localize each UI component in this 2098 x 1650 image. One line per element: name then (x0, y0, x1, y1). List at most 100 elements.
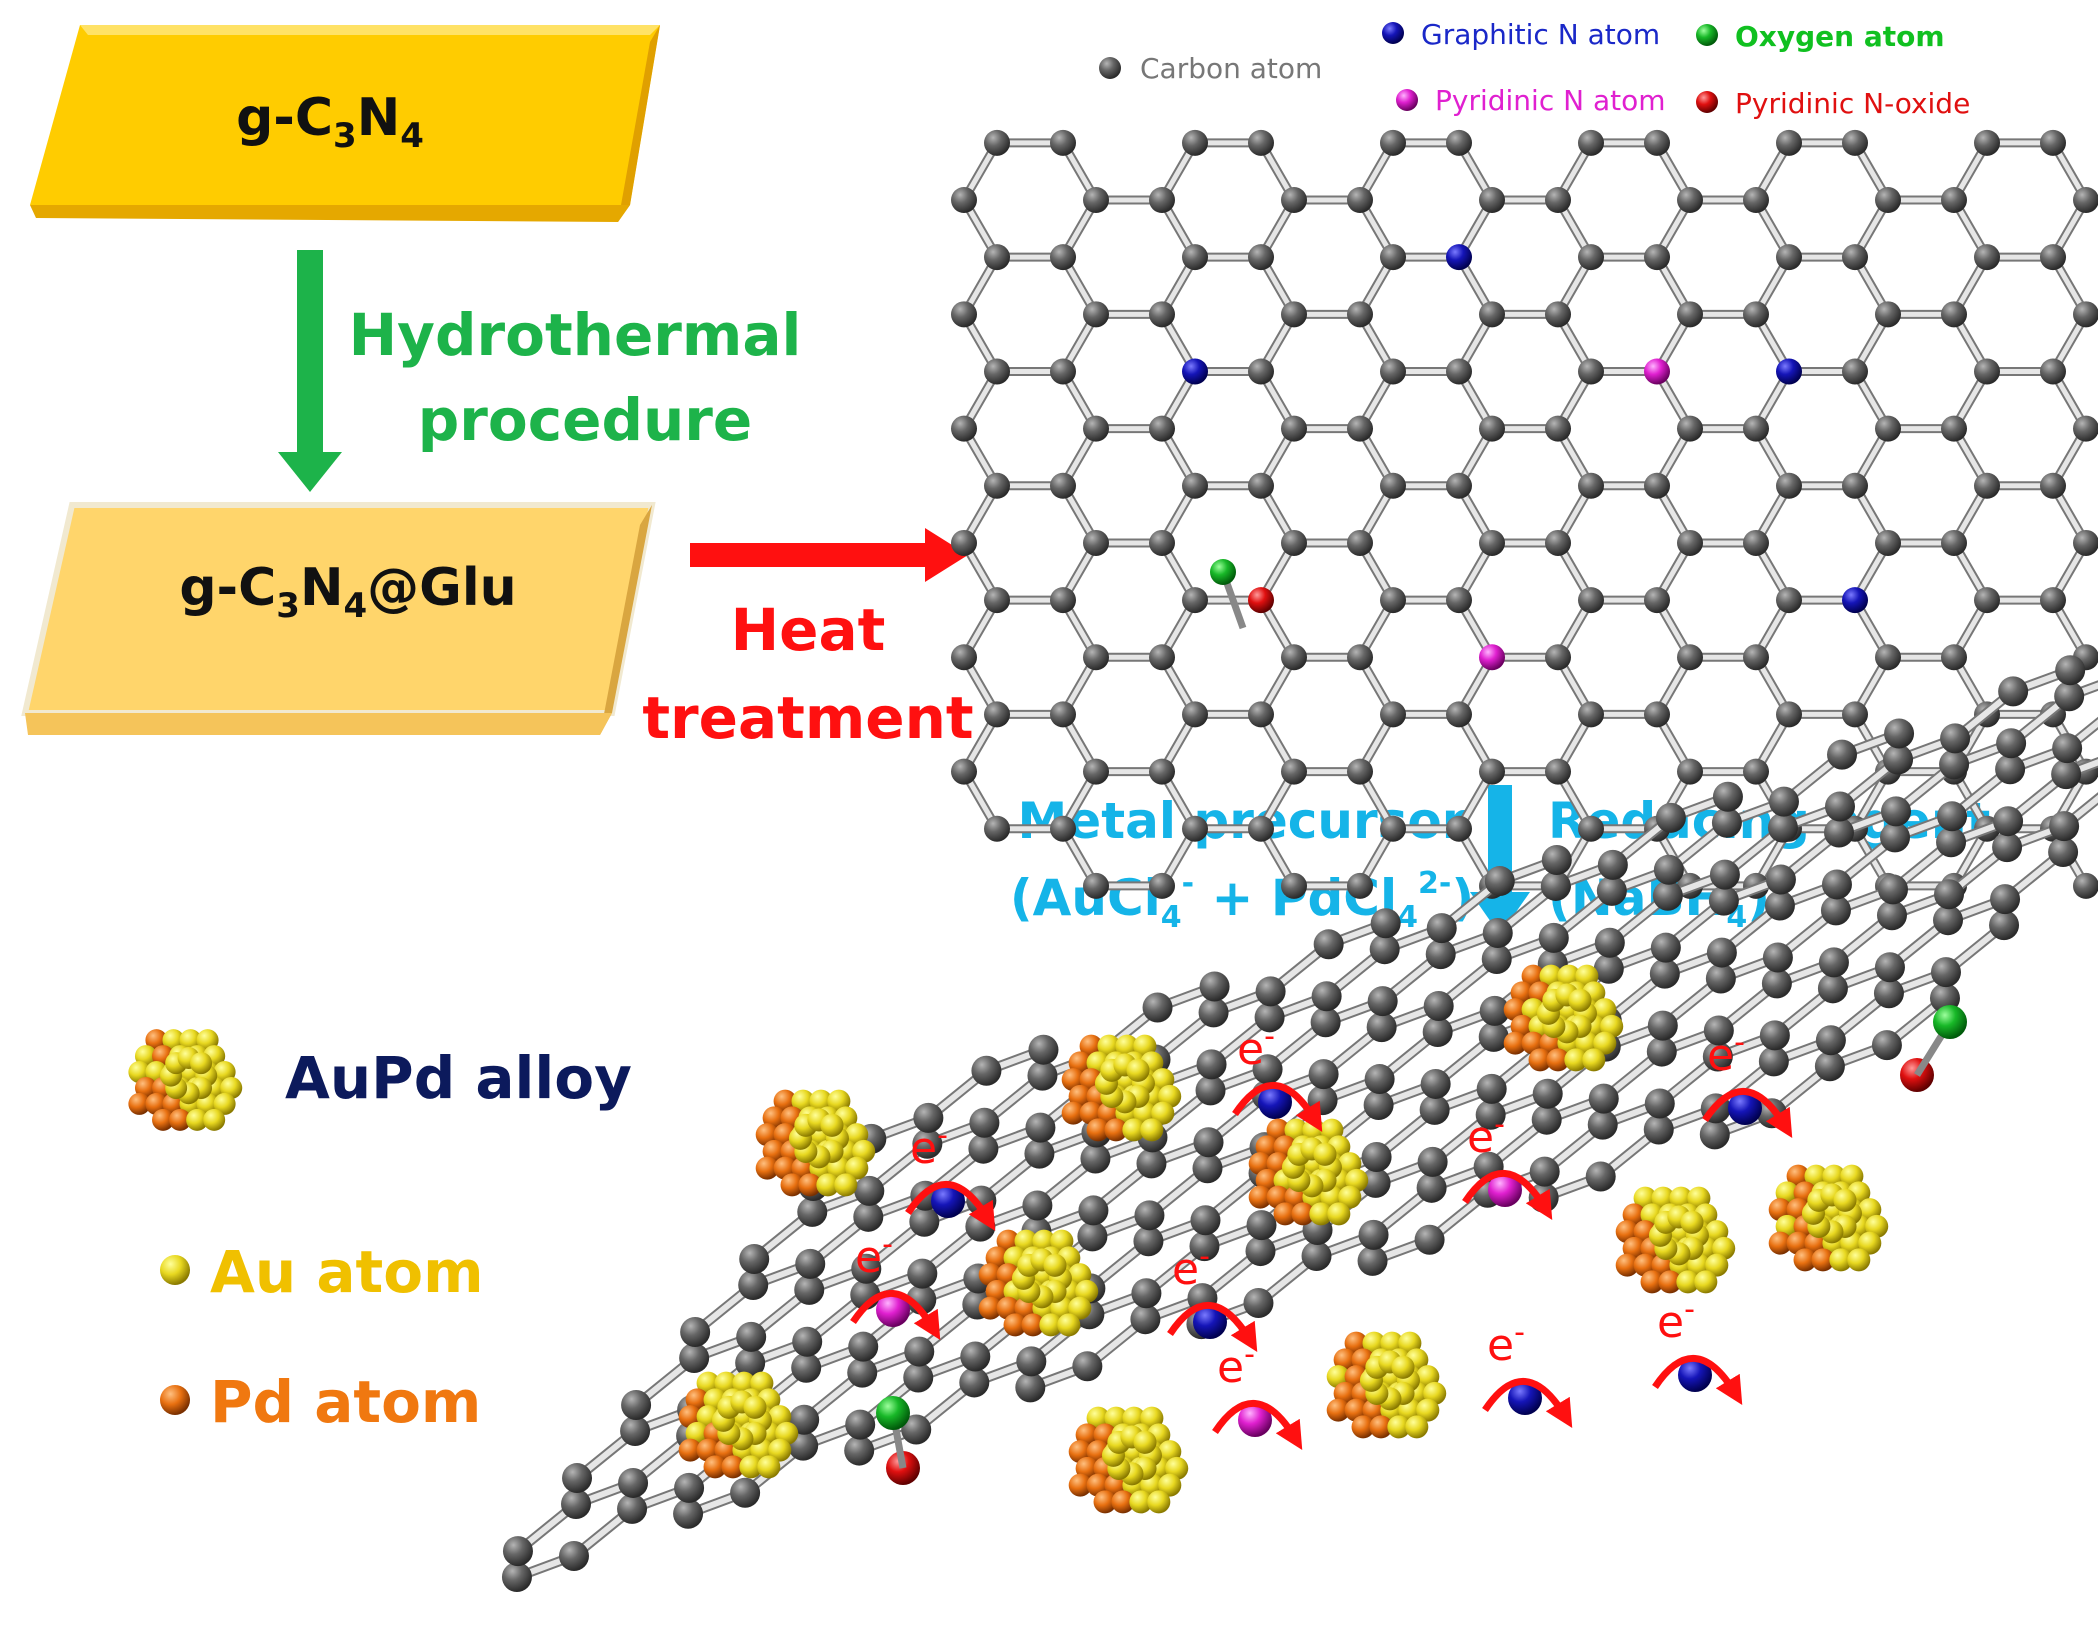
carbon-atom (1347, 873, 1373, 899)
carbon-atom (791, 1353, 821, 1383)
hydrothermal-label-line2: procedure (418, 386, 752, 454)
carbon-atom (1423, 1017, 1453, 1047)
carbon-atom (1368, 986, 1398, 1016)
carbon-atom (1243, 1288, 1273, 1318)
carbon-atom (1482, 944, 1512, 974)
carbon-atom (1182, 473, 1208, 499)
carbon-atom (2073, 187, 2098, 213)
graphitic-n-atom (1446, 244, 1472, 270)
hydrothermal-arrow: Hydrothermal procedure (278, 250, 801, 492)
carbon-atom (502, 1562, 532, 1592)
carbon-atom (1309, 1059, 1339, 1089)
legend-au-swatch (160, 1255, 190, 1285)
graphitic-n-atom (1776, 358, 1802, 384)
au-atom (1313, 1143, 1336, 1166)
carbon-atom (1380, 587, 1406, 613)
carbon-atom (951, 759, 977, 785)
carbon-atom (1645, 1089, 1675, 1119)
carbon-atom (1380, 701, 1406, 727)
carbon-atom (1545, 759, 1571, 785)
carbon-atom (1595, 928, 1625, 958)
carbon-atom (1417, 1173, 1447, 1203)
carbon-atom (1015, 1372, 1045, 1402)
carbon-atom (1083, 873, 1109, 899)
carbon-atom (1182, 587, 1208, 613)
carbon-atom (1446, 701, 1472, 727)
carbon-atom (1776, 473, 1802, 499)
electron-label: e- (855, 1227, 893, 1283)
carbon-atom (1759, 1046, 1789, 1076)
carbon-atom (1586, 1162, 1616, 1192)
carbon-atom (1248, 701, 1274, 727)
carbon-atom (1446, 130, 1472, 156)
aupd-cluster (1069, 1407, 1189, 1514)
legend-pd-swatch (160, 1385, 190, 1415)
bonds (964, 143, 2098, 886)
carbon-atom (1200, 971, 1230, 1001)
carbon-atom (1578, 244, 1604, 270)
carbon-atom (1578, 701, 1604, 727)
carbon-atom (1182, 244, 1208, 270)
carbon-atom (1050, 358, 1076, 384)
carbon-atom (853, 1202, 883, 1232)
carbon-atom (1769, 787, 1799, 817)
au-atom (1043, 1254, 1066, 1277)
carbon-atom (1545, 644, 1571, 670)
carbon-atom (1712, 808, 1742, 838)
carbon-atom (844, 1436, 874, 1466)
carbon-atom (2055, 655, 2085, 685)
carbon-atom (1281, 759, 1307, 785)
carbon-atom (969, 1108, 999, 1138)
legend-pyridinic-n-label: Pyridinic N atom (1435, 84, 1666, 117)
carbon-atom (1644, 1114, 1674, 1144)
carbon-atom (951, 301, 977, 327)
carbon-atom (1875, 187, 1901, 213)
carbon-atom (679, 1343, 709, 1373)
carbon-atom (2054, 681, 2084, 711)
carbon-atom (1760, 1020, 1790, 1050)
carbon-atom (1594, 954, 1624, 984)
carbon-atom (1822, 869, 1852, 899)
au-atom (820, 1114, 843, 1137)
carbon-atom (1418, 1147, 1448, 1177)
carbon-atom (1134, 1200, 1164, 1230)
carbon-atom (797, 1197, 827, 1227)
au-atom (190, 1052, 212, 1074)
carbon-atom (1248, 358, 1274, 384)
carbon-atom (1842, 244, 1868, 270)
carbon-atom (1477, 1074, 1507, 1104)
carbon-atom (1196, 1075, 1226, 1105)
carbon-atom (1245, 1236, 1275, 1266)
carbon-atom (673, 1499, 703, 1529)
carbon-atom (1424, 991, 1454, 1021)
carbon-atom (951, 416, 977, 442)
carbon-atom (1656, 803, 1686, 833)
carbon-atom (561, 1489, 591, 1519)
carbon-atom (1588, 1110, 1618, 1140)
electron-label: e- (910, 1118, 948, 1174)
carbon-atom (1762, 968, 1792, 998)
carbon-atom (1281, 530, 1307, 556)
carbon-atom (1677, 187, 1703, 213)
carbon-atom (1644, 587, 1670, 613)
electron-label: e- (1707, 1025, 1745, 1081)
carbon-atom (1743, 644, 1769, 670)
carbon-atom (1483, 918, 1513, 948)
carbon-atom (1996, 728, 2026, 758)
au-atom (1847, 1248, 1870, 1271)
carbon-atom (1941, 416, 1967, 442)
carbon-atom (1080, 1143, 1110, 1173)
hydrothermal-label-line1: Hydrothermal (349, 301, 802, 369)
carbon-atom (1149, 416, 1175, 442)
carbon-atom (984, 587, 1010, 613)
carbon-atom (1815, 1051, 1845, 1081)
carbon-atom (1974, 244, 2000, 270)
carbon-atom (2040, 130, 2066, 156)
carbon-atom (1768, 813, 1798, 843)
carbon-atom (1446, 473, 1472, 499)
carbon-atom (1677, 644, 1703, 670)
g-c3n4-glu-plate: g-C3N4@Glu (25, 505, 652, 735)
carbon-atom (1083, 301, 1109, 327)
carbon-atom (1598, 850, 1628, 880)
carbon-atom (1875, 416, 1901, 442)
